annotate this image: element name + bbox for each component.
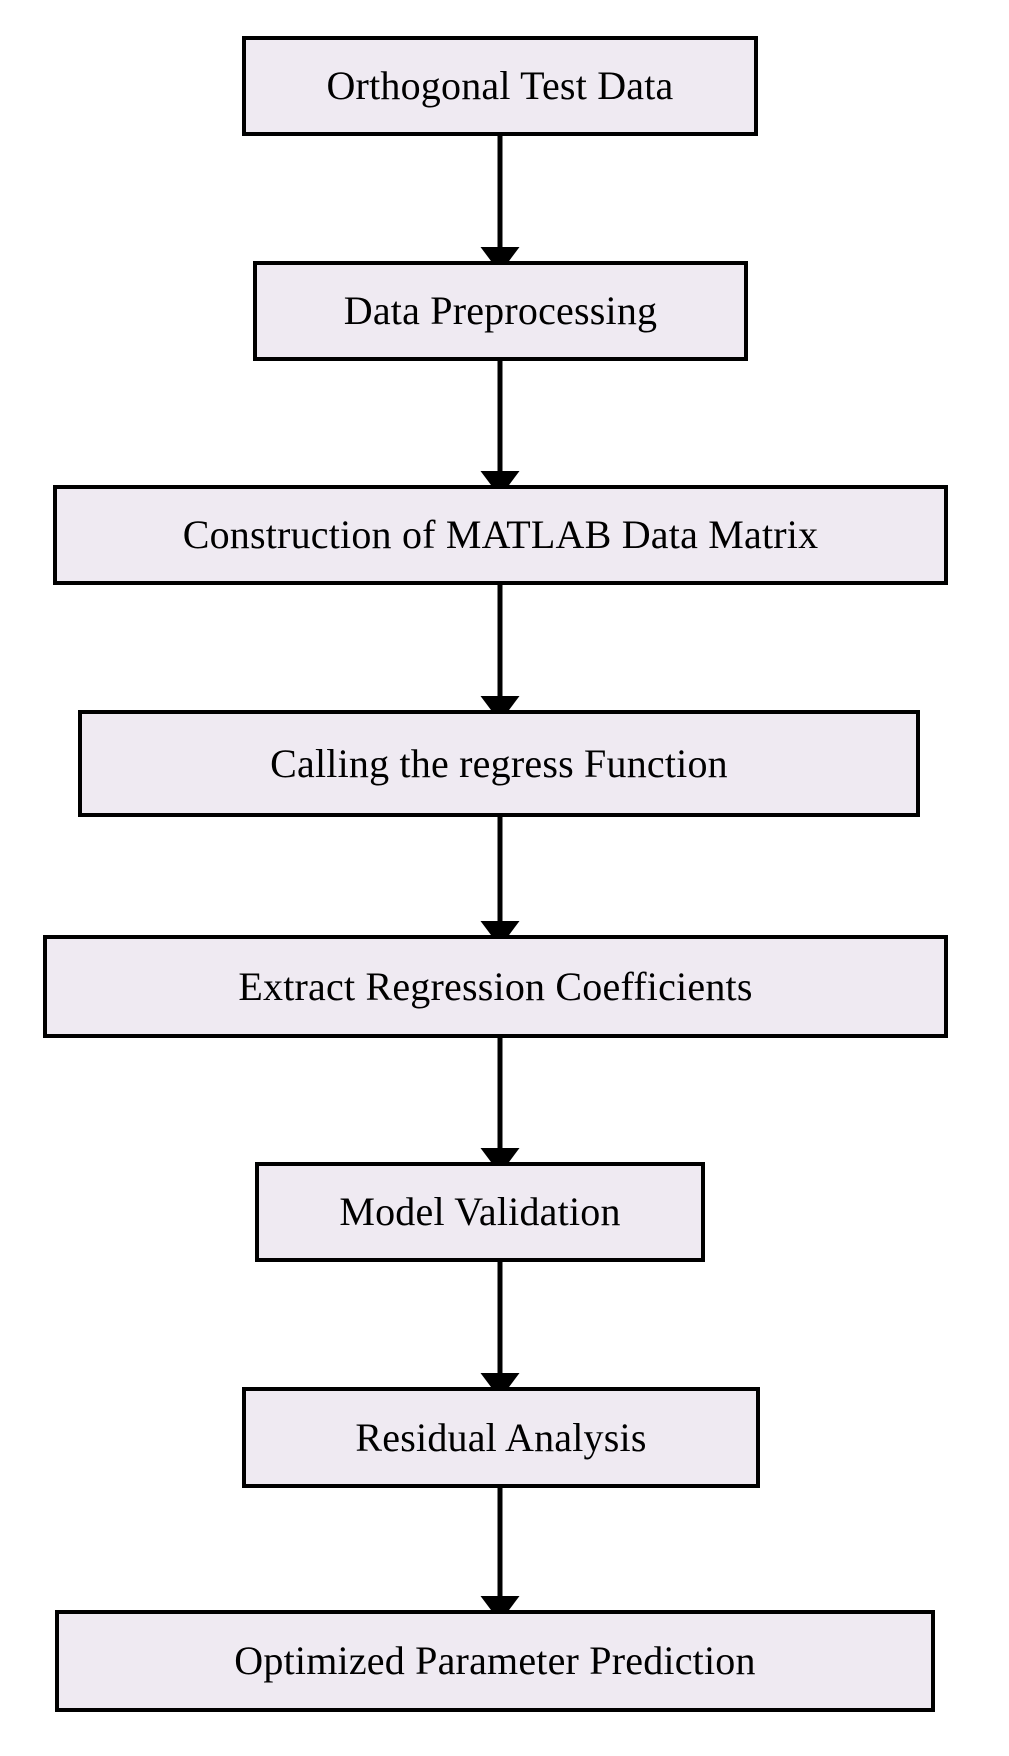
flow-node-label: Residual Analysis bbox=[355, 1414, 647, 1460]
flow-node-label: Optimized Parameter Prediction bbox=[234, 1638, 756, 1683]
flow-node-6[interactable]: Model Validation bbox=[255, 1162, 705, 1262]
flow-node-7[interactable]: Residual Analysis bbox=[242, 1387, 760, 1488]
flow-node-label: Calling the regress Function bbox=[270, 740, 728, 786]
flow-node-label: Model Validation bbox=[339, 1189, 621, 1234]
flow-node-label: Data Preprocessing bbox=[343, 288, 658, 333]
flow-node-3[interactable]: Construction of MATLAB Data Matrix bbox=[53, 485, 948, 585]
flow-node-1[interactable]: Orthogonal Test Data bbox=[242, 36, 758, 136]
flow-node-label: Extract Regression Coefficients bbox=[238, 963, 753, 1009]
flow-node-5[interactable]: Extract Regression Coefficients bbox=[43, 935, 948, 1038]
flow-node-label: Orthogonal Test Data bbox=[326, 63, 674, 108]
flow-node-2[interactable]: Data Preprocessing bbox=[253, 261, 748, 361]
flow-node-8[interactable]: Optimized Parameter Prediction bbox=[55, 1610, 935, 1712]
flow-node-4[interactable]: Calling the regress Function bbox=[78, 710, 920, 817]
flow-node-label: Construction of MATLAB Data Matrix bbox=[182, 512, 819, 557]
